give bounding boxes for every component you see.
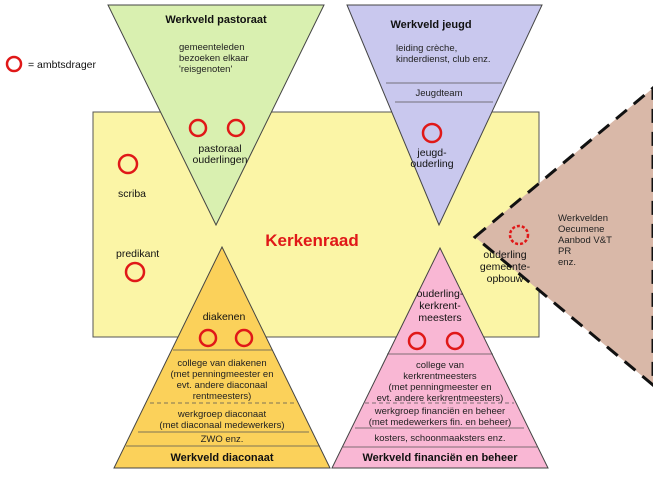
gemeenteopbouw-role-3: opbouw	[487, 273, 524, 285]
werkvelden-line-3: Aanbod V&T	[558, 235, 612, 246]
gemeenteopbouw-marker	[508, 224, 530, 246]
diaconaat-college-4: rentmeesters)	[193, 391, 252, 402]
gemeenteopbouw-role-1: ouderling	[483, 249, 526, 261]
jeugd-line-1: leiding crèche,	[396, 43, 457, 54]
pastoraat-title: Werkveld pastoraat	[165, 14, 267, 26]
kerkrent-role-3: meesters	[418, 312, 461, 324]
diaconaat-college-1: college van diakenen	[177, 358, 266, 369]
financien-college-3: (met penningmeester en	[389, 382, 492, 393]
financien-extra: kosters, schoonmaaksters enz.	[375, 433, 506, 444]
pastoraal-role-2: ouderlingen	[193, 154, 248, 166]
diaconaat-triangle	[113, 245, 331, 469]
gemeenteopbouw-triangle	[472, 86, 653, 387]
scriba-label: scriba	[118, 188, 146, 200]
pastoraal-role-1: pastoraal	[198, 143, 241, 155]
financien-werkgroep-1: werkgroep financiën en beheer	[374, 406, 505, 417]
jeugd-role-1: jeugd-	[416, 147, 447, 159]
werkvelden-line-1: Werkvelden	[558, 213, 608, 224]
financien-college-1: college van	[416, 360, 464, 371]
jeugd-title: Werkveld jeugd	[390, 19, 471, 31]
scriba-marker	[117, 153, 139, 175]
pastoraal-marker-2	[226, 118, 246, 138]
pastoraat-line-1: gemeenteleden	[179, 42, 245, 53]
diakenen-label: diakenen	[203, 311, 246, 323]
financien-werkgroep-2: (met medewerkers fin. en beheer)	[369, 417, 512, 428]
predikant-marker	[124, 261, 146, 283]
jeugd-line-2: kinderdienst, club enz.	[396, 54, 491, 65]
diakenen-marker-1	[198, 328, 218, 348]
financien-college-4: evt. andere kerkrentmeesters)	[377, 393, 504, 404]
legend-label: = ambtsdrager	[28, 59, 96, 71]
werkvelden-line-5: enz.	[558, 257, 576, 268]
werkvelden-line-2: Oecumene	[558, 224, 604, 235]
financien-title: Werkveld financiën en beheer	[362, 452, 518, 464]
kerkrent-role-1: ouderling-	[417, 288, 464, 300]
financien-triangle	[331, 246, 549, 469]
kerkrent-role-2: kerkrent-	[419, 300, 461, 312]
financien-college-2: kerkrentmeesters	[403, 371, 477, 382]
predikant-label: predikant	[116, 248, 159, 260]
pastoraat-triangle	[107, 4, 325, 227]
diaconaat-werkgroep-1: werkgroep diaconaat	[177, 409, 267, 420]
pastoraat-line-3: 'reisgenoten'	[179, 64, 232, 75]
jeugd-role-2: ouderling	[410, 158, 453, 170]
diaconaat-college-2: (met penningmeester en	[171, 369, 274, 380]
werkvelden-line-4: PR	[558, 246, 571, 257]
kerkenraad-title: Kerkenraad	[265, 231, 359, 250]
pastoraal-marker-1	[188, 118, 208, 138]
legend-marker	[5, 55, 23, 73]
diaconaat-extra: ZWO enz.	[201, 434, 244, 445]
kerkrent-marker-2	[445, 331, 465, 351]
pastoraat-line-2: bezoeken elkaar	[179, 53, 249, 64]
diakenen-marker-2	[234, 328, 254, 348]
diaconaat-werkgroep-2: (met diaconaal medewerkers)	[159, 420, 284, 431]
jeugd-team: Jeugdteam	[415, 88, 462, 99]
jeugd-marker	[421, 122, 443, 144]
jeugd-triangle	[346, 4, 543, 227]
diaconaat-title: Werkveld diaconaat	[170, 452, 273, 464]
diaconaat-college-3: evt. andere diaconaal	[177, 380, 268, 391]
gemeenteopbouw-role-2: gemeente-	[480, 261, 531, 273]
kerkrent-marker-1	[407, 331, 427, 351]
